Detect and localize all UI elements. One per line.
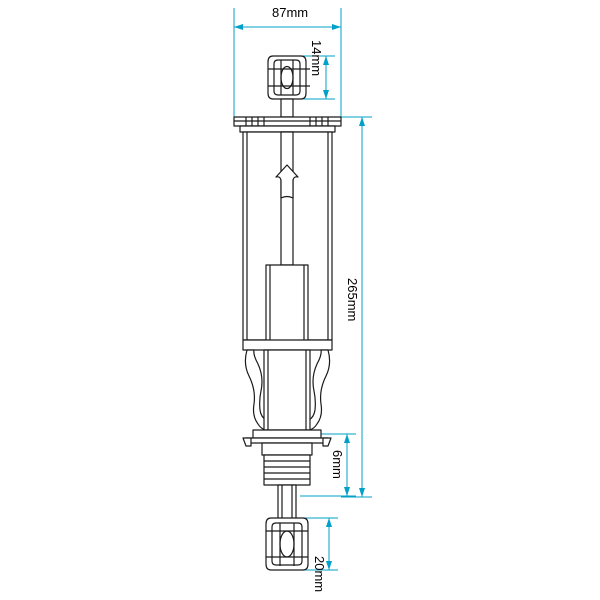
dimension-label-overall-width: 87mm [272, 5, 309, 20]
dimension-label-top-eye-width: 14mm [309, 40, 324, 77]
dimension-label-bottom-eye-width: 20mm [312, 556, 327, 593]
dimension-label-overall-length: 265mm [345, 278, 360, 322]
shock-absorber-outline [233, 55, 342, 571]
dimension-label-rod-diameter: 6mm [330, 450, 345, 479]
dimension-arrowheads [234, 24, 365, 570]
